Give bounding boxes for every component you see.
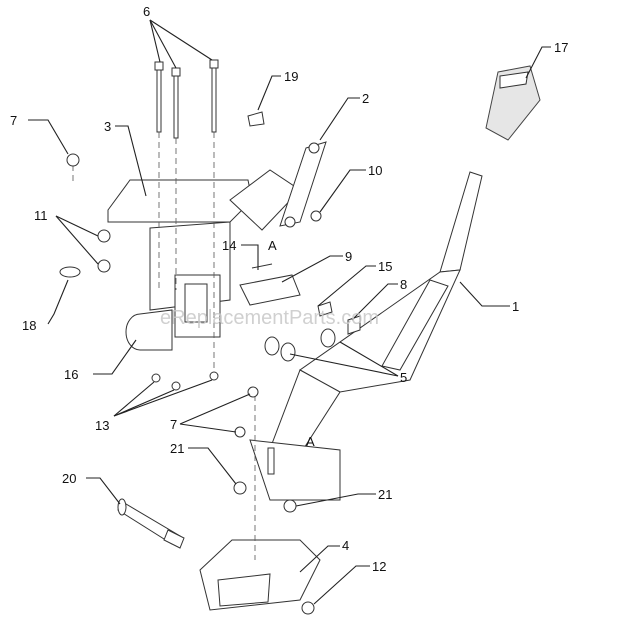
axle-bolt	[117, 498, 185, 549]
handle-grip	[485, 65, 541, 141]
long-bolts	[154, 59, 219, 139]
reference-mark-a-lower: A	[306, 434, 315, 449]
alignment-lines	[72, 132, 256, 560]
callout-19: 19	[284, 69, 298, 84]
callout-5: 5	[400, 370, 407, 385]
spacers	[264, 301, 361, 362]
callout-16: 16	[64, 367, 78, 382]
lower-plate	[249, 439, 341, 501]
mounting-bracket	[107, 169, 301, 338]
link-arm	[279, 141, 327, 228]
reference-mark-a-upper: A	[268, 238, 277, 253]
callout-14: 14	[222, 238, 236, 253]
callout-12: 12	[372, 559, 386, 574]
hardware	[59, 111, 322, 615]
parts-artwork	[59, 59, 541, 615]
callout-13: 13	[95, 418, 109, 433]
callout-18: 18	[22, 318, 36, 333]
callout-2: 2	[362, 91, 369, 106]
callout-6: 6	[143, 4, 150, 19]
callout-7-lower: 7	[170, 417, 177, 432]
callout-7-upper: 7	[10, 113, 17, 128]
callout-10: 10	[368, 163, 382, 178]
callout-3: 3	[104, 119, 111, 134]
callout-21-right: 21	[378, 487, 392, 502]
callout-8: 8	[400, 277, 407, 292]
callout-4: 4	[342, 538, 349, 553]
callout-11: 11	[34, 208, 48, 223]
callout-15: 15	[378, 259, 392, 274]
callout-21-left: 21	[170, 441, 184, 456]
callout-9: 9	[345, 249, 352, 264]
lower-bracket	[199, 539, 321, 611]
callout-labels: 1 2 3 4 5 6 7 7 8 9 10 11 12 13 14 15 16…	[10, 4, 568, 574]
watermark: eReplacementParts.com	[160, 307, 379, 329]
callout-1: 1	[512, 299, 519, 314]
leader-lines	[28, 19, 551, 605]
roller	[125, 309, 173, 351]
callout-20: 20	[62, 471, 76, 486]
callout-17: 17	[554, 40, 568, 55]
pivot-plate	[239, 263, 301, 306]
